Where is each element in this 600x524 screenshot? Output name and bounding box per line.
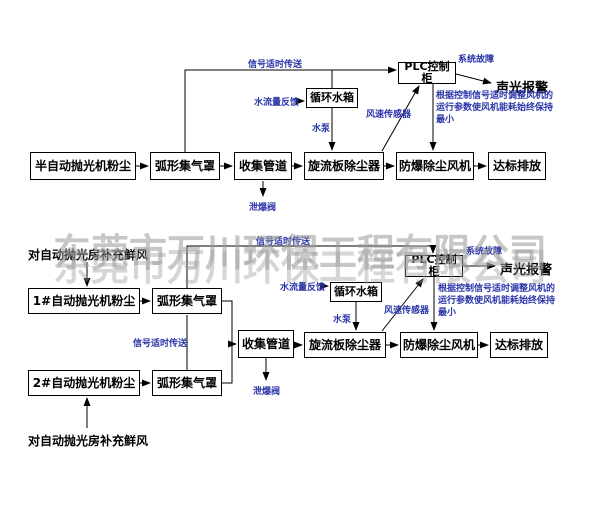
label-top-alarm: 声光报警 xyxy=(496,81,549,96)
label-top-signal-transmit: 信号适时传送 xyxy=(248,60,303,70)
node-bot-source2: 2#自动抛光机粉尘 xyxy=(28,370,140,396)
note-bot-fan-control: 根据控制信号适时调整风机的运行参数使风机能耗始终保持最小 xyxy=(438,284,556,319)
label-bot-relief-valve: 泄爆阀 xyxy=(253,387,281,397)
label-top-wind-sensor: 风速传感器 xyxy=(366,110,412,120)
node-bot-fan: 防爆除尘风机 xyxy=(400,332,478,358)
label-bot-freshair-bottom: 对自动抛光房补充鲜风 xyxy=(28,434,149,448)
node-top-plc: PLC控制柜 xyxy=(398,61,456,84)
line-top-sensor-to-plc xyxy=(381,85,420,152)
node-top-pipe: 收集管道 xyxy=(234,152,292,180)
label-top-relief-valve: 泄爆阀 xyxy=(249,203,277,213)
label-top-system-fault: 系统故障 xyxy=(458,55,495,65)
node-bot-hood1: 弧形集气罩 xyxy=(152,288,222,314)
line-bot-hood1-to-pipe xyxy=(222,300,233,343)
arrow-top-plc-to-alarm xyxy=(455,73,492,85)
label-top-waterflow-feedback: 水流量反馈 xyxy=(254,98,300,108)
node-top-outlet: 达标排放 xyxy=(488,152,546,180)
node-bot-plc: PLC控制柜 xyxy=(405,254,463,277)
label-top-water-pump: 水泵 xyxy=(312,124,331,134)
node-bot-water-tank: 循环水箱 xyxy=(330,282,382,302)
node-top-fan: 防爆除尘风机 xyxy=(396,152,474,180)
label-bot-signal-transmit-top: 信号适时传送 xyxy=(256,237,311,247)
node-bot-source1: 1#自动抛光机粉尘 xyxy=(28,288,140,314)
label-bot-alarm: 声光报警 xyxy=(500,263,553,278)
label-bot-wind-sensor: 风速传感器 xyxy=(384,306,430,316)
label-bot-signal-transmit-mid: 信号适时传送 xyxy=(133,339,188,349)
line-bot-sensor-to-plc xyxy=(381,278,424,332)
label-bot-waterflow-feedback: 水流量反馈 xyxy=(280,283,326,293)
line-bot-signal-to-plc xyxy=(186,245,437,288)
label-bot-water-pump: 水泵 xyxy=(333,315,352,325)
note-top-fan-control: 根据控制信号适时调整风机的运行参数使风机能耗始终保持最小 xyxy=(436,91,554,126)
label-bot-freshair-top: 对自动抛光房补充鲜风 xyxy=(28,248,149,262)
node-bot-outlet: 达标排放 xyxy=(490,332,548,358)
node-bot-pipe: 收集管道 xyxy=(238,330,294,358)
label-bot-system-fault: 系统故障 xyxy=(466,247,503,257)
node-top-water-tank: 循环水箱 xyxy=(306,88,358,108)
line-bot-hood2-to-pipe xyxy=(222,345,233,384)
node-bot-scrubber: 旋流板除尘器 xyxy=(304,332,386,358)
node-top-hood: 弧形集气罩 xyxy=(150,152,220,180)
line-top-signal-to-plc xyxy=(184,66,397,152)
node-bot-hood2: 弧形集气罩 xyxy=(152,370,222,396)
node-semiauto-dust: 半自动抛光机粉尘 xyxy=(30,152,136,180)
node-top-scrubber: 旋流板除尘器 xyxy=(304,152,384,180)
